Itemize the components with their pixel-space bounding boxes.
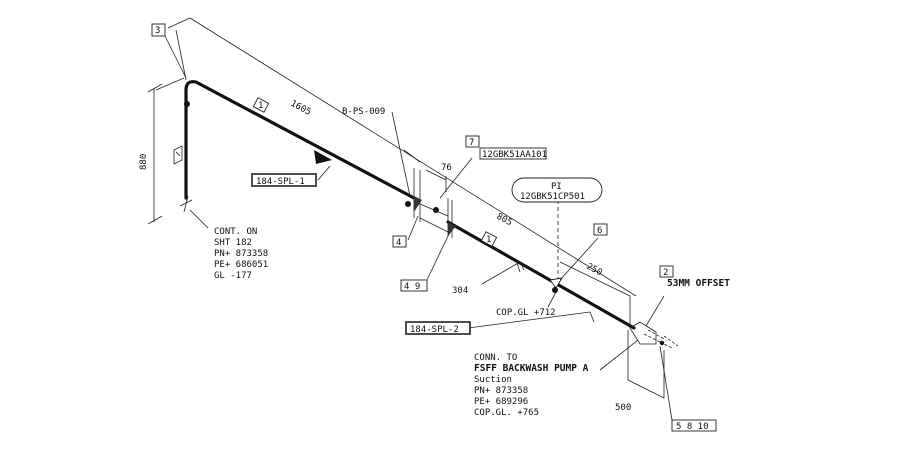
callout-5-8-10: 5 8 10 [676, 422, 709, 432]
dim-880: 880 [139, 154, 149, 170]
dim-1605: 1605 [289, 99, 313, 118]
dim-250: 250 [585, 262, 604, 278]
dim-line-76 [425, 169, 447, 192]
callout-6: 6 [597, 226, 602, 236]
dimension-lines [147, 17, 665, 399]
valve-body [419, 203, 449, 233]
pipe-segment-lower [446, 220, 636, 330]
dim-tick [403, 149, 421, 163]
offset-note: 53MM OFFSET [667, 278, 730, 289]
valve-tag: 12GBK51AA101 [482, 150, 547, 160]
callout-box-6 [593, 223, 608, 236]
leader-c5810 [659, 345, 673, 421]
flow-arrow-icon [314, 150, 332, 164]
leader-spl2 [467, 311, 591, 329]
cont-on-title: CONT. ON [214, 227, 257, 237]
callout-box-49 [400, 279, 428, 292]
supports [173, 145, 595, 323]
conn-to-elevation: COP.GL. +765 [474, 408, 539, 418]
pump-connection [629, 321, 679, 349]
insulation-tag-icon [173, 145, 183, 165]
flange-left [413, 168, 421, 222]
gasket-icon [414, 196, 422, 212]
leader-c6 [559, 237, 599, 281]
dim-line-500 [627, 330, 665, 399]
leader-cont [189, 209, 209, 229]
callout-box-7 [465, 135, 480, 148]
cont-on-pn: PN+ 873358 [214, 249, 268, 259]
callout-box-2 [659, 265, 674, 278]
conn-to-nozzle: Suction [474, 375, 512, 385]
support-spl2 [589, 311, 595, 323]
pipe-run [179, 80, 636, 330]
support-tag-bps: B-PS-009 [342, 107, 385, 117]
dim-500: 500 [615, 403, 631, 413]
leader-spl1 [317, 165, 331, 181]
leader-304 [481, 261, 521, 285]
spool-box-1 [251, 173, 317, 187]
cont-on-pe: PE+ 686051 [214, 260, 268, 270]
continuation-note: CONT. ON SHT 182 PN+ 873358 PE+ 686051 G… [214, 227, 268, 281]
cont-on-gl: GL -177 [214, 271, 252, 281]
instrument-type: PI [551, 182, 562, 192]
instrument-bubble [511, 177, 603, 203]
weld-point [552, 287, 558, 293]
dim-805: 805 [495, 212, 514, 228]
callout-box-5810 [671, 419, 717, 432]
dim-ext [155, 77, 185, 91]
dim-76: 76 [441, 163, 452, 173]
segment-label-1b: 1 [486, 235, 491, 245]
conn-to-equipment: FSFF BACKWASH PUMP A [474, 363, 589, 374]
segment-marker-1 [252, 97, 270, 113]
elevation-note: COP.GL +712 [496, 308, 556, 318]
callout-4-9: 4 9 [404, 282, 420, 292]
leader-c4 [407, 215, 419, 241]
dim-304: 304 [452, 286, 468, 296]
callout-2: 2 [663, 268, 668, 278]
callout-7: 7 [469, 138, 474, 148]
dim-line-880 [147, 83, 163, 225]
dim-line-1605 [167, 17, 637, 297]
pipe-end-marker [179, 195, 193, 213]
conn-to-pn: PN+ 873358 [474, 386, 528, 396]
weld-point [659, 340, 665, 346]
callouts: 3 1 7 6 2 4 1 4 9 5 8 10 [151, 23, 717, 432]
leader-c7 [439, 157, 473, 199]
pressure-tap-icon [549, 277, 563, 289]
labels: B-PS-009 12GBK51AA101 PI 12GBK51CP501 18… [251, 107, 730, 335]
pipe-segment-upper [184, 80, 416, 200]
conn-to-title: CONN. TO [474, 353, 517, 363]
end-flange [629, 321, 657, 345]
dim-ext [175, 29, 187, 81]
callout-box-4 [392, 235, 407, 248]
insulation-tag-mark [175, 151, 181, 157]
cont-on-sheet: SHT 182 [214, 238, 252, 248]
leader-c3 [164, 35, 187, 79]
leader-conn [599, 339, 639, 371]
callout-box-3 [151, 23, 166, 37]
segment-marker-1b [480, 231, 498, 247]
valve-flange-assembly [413, 168, 456, 238]
dim-line-250 [559, 261, 631, 328]
callout-3: 3 [155, 26, 160, 36]
spool-label-2: 184-SPL-2 [410, 325, 459, 335]
segment-label-1: 1 [258, 101, 263, 111]
connection-note: CONN. TO FSFF BACKWASH PUMP A Suction PN… [474, 353, 589, 418]
weld-point [184, 101, 190, 107]
weld-point [405, 201, 411, 207]
leader-c2 [645, 295, 665, 327]
offset-dashed-connection [643, 329, 679, 349]
leader-c49 [423, 231, 451, 287]
spool-label-1: 184-SPL-1 [256, 177, 305, 187]
valve-tag-box [479, 147, 547, 160]
leader-bps [391, 111, 411, 197]
conn-to-pe: PE+ 689296 [474, 397, 528, 407]
spool-box-2 [405, 321, 471, 335]
instrument-tag: 12GBK51CP501 [520, 192, 585, 202]
leader-lines [164, 35, 673, 421]
support-304 [515, 259, 525, 273]
callout-4: 4 [396, 238, 401, 248]
leader-copgl [547, 291, 557, 308]
